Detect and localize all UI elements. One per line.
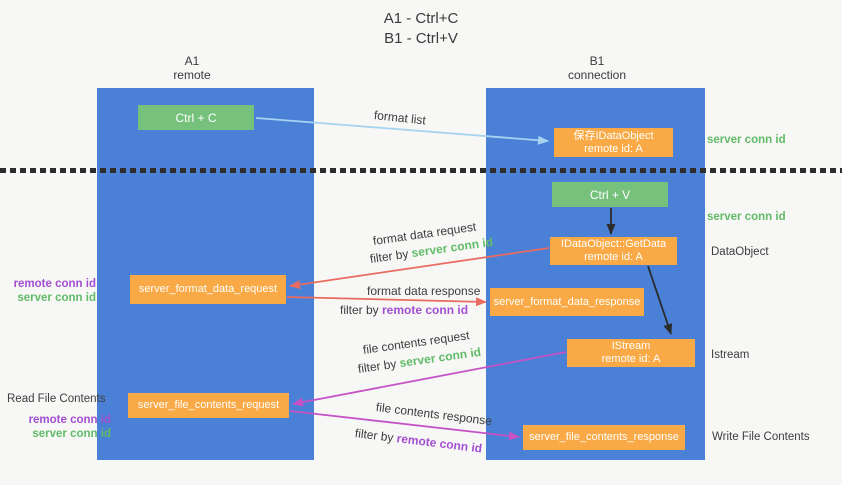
column-a1-name: A1 bbox=[184, 54, 200, 68]
column-header-b1: B1 connection bbox=[537, 54, 657, 82]
left-conn-id-pair-bottom: remote conn id server conn id bbox=[0, 413, 111, 441]
remote-conn-id-text: remote conn id bbox=[395, 431, 483, 456]
server-file-contents-request-label: server_file_contents_request bbox=[137, 399, 280, 411]
remote-conn-id-text: remote conn id bbox=[382, 303, 469, 317]
server-conn-id-left-bottom: server conn id bbox=[32, 428, 111, 440]
ctrl-v-label: Ctrl + V bbox=[589, 187, 631, 202]
save-dataobject-line1: 保存IDataObject bbox=[573, 129, 654, 142]
column-b1-name: B1 bbox=[589, 54, 605, 68]
server-conn-id-right-middle: server conn id bbox=[707, 211, 786, 223]
server-format-data-request-label: server_format_data_request bbox=[138, 283, 278, 295]
istream-box: IStream remote id: A bbox=[567, 339, 695, 367]
format-data-response-label: format data response bbox=[367, 284, 481, 298]
format-list-label: format list bbox=[373, 108, 427, 128]
title-line-2: B1 - Ctrl+V bbox=[384, 30, 458, 47]
server-conn-id-right-top: server conn id bbox=[707, 134, 786, 146]
save-dataobject-line2: remote id: A bbox=[584, 142, 643, 155]
server-format-data-response-box: server_format_data_response bbox=[490, 288, 644, 316]
istream-side-label: Istream bbox=[711, 349, 750, 361]
remote-conn-id-left-top: remote conn id bbox=[13, 278, 96, 290]
filter-by-remote-conn-id-label-1: filter by remote conn id bbox=[340, 303, 468, 317]
istream-line1: IStream bbox=[611, 340, 651, 352]
filter-by-text: filter by bbox=[354, 426, 398, 446]
idataobject-getdata-box: IDataObject::GetData remote id: A bbox=[550, 237, 677, 265]
save-dataobject-box: 保存IDataObject remote id: A bbox=[554, 128, 673, 157]
ctrl-c-label: Ctrl + C bbox=[175, 110, 217, 125]
read-file-contents-label: Read File Contents bbox=[7, 393, 106, 405]
write-file-contents-label: Write File Contents bbox=[712, 431, 810, 443]
getdata-line1: IDataObject::GetData bbox=[560, 238, 667, 250]
title-line-1: A1 - Ctrl+C bbox=[383, 10, 459, 27]
column-header-a1: A1 remote bbox=[132, 54, 252, 82]
remote-conn-id-left-bottom: remote conn id bbox=[28, 414, 111, 426]
filter-by-text: filter by bbox=[369, 246, 413, 266]
column-a1-role: remote bbox=[173, 68, 211, 82]
server-format-data-request-box: server_format_data_request bbox=[130, 275, 286, 304]
server-file-contents-response-box: server_file_contents_response bbox=[523, 425, 685, 450]
ctrl-v-box: Ctrl + V bbox=[552, 182, 668, 207]
filter-by-text: filter by bbox=[357, 356, 401, 376]
getdata-line2: remote id: A bbox=[584, 251, 643, 263]
file-contents-response-label: file contents response bbox=[375, 400, 493, 429]
server-conn-id-left-top: server conn id bbox=[17, 292, 96, 304]
session-separator-line bbox=[0, 168, 842, 173]
server-file-contents-response-label: server_file_contents_response bbox=[529, 431, 679, 443]
filter-by-remote-conn-id-label-2: filter by remote conn id bbox=[354, 426, 483, 455]
filter-by-text: filter by bbox=[340, 303, 383, 317]
server-file-contents-request-box: server_file_contents_request bbox=[128, 393, 289, 418]
column-b1-role: connection bbox=[567, 68, 627, 82]
left-conn-id-pair-top: remote conn id server conn id bbox=[0, 277, 96, 305]
diagram-title: A1 - Ctrl+C B1 - Ctrl+V bbox=[0, 9, 842, 49]
istream-line2: remote id: A bbox=[601, 353, 661, 365]
dataobject-label: DataObject bbox=[711, 246, 769, 258]
server-format-data-response-label: server_format_data_response bbox=[493, 295, 641, 308]
ctrl-c-box: Ctrl + C bbox=[138, 105, 254, 130]
